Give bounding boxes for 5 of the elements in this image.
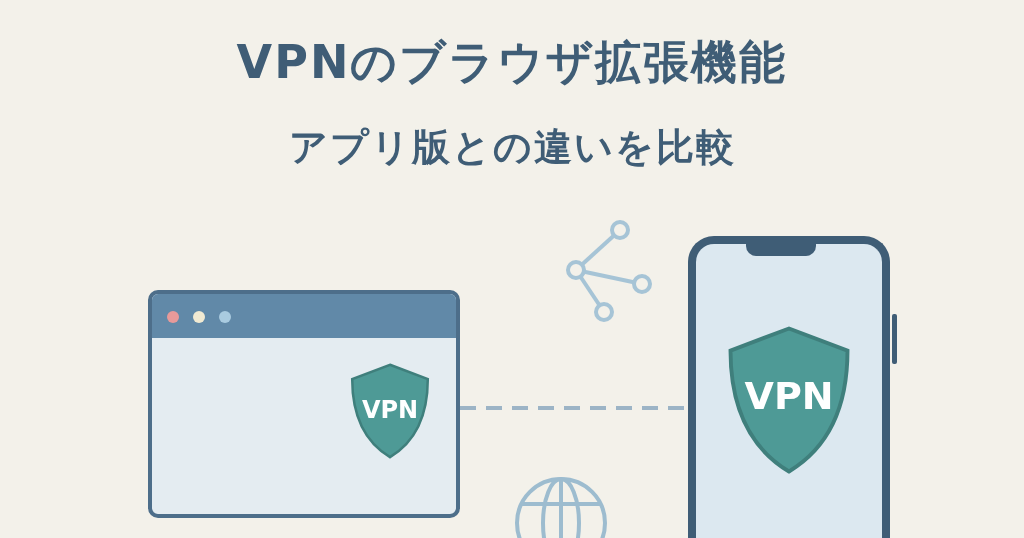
title: VPNのブラウザ拡張機能 [235, 34, 789, 91]
subtitle: アプリ版との違いを比較 [287, 124, 737, 171]
shield-text: VPN [743, 374, 835, 418]
browser-window [148, 290, 460, 518]
shield-text: VPN [360, 396, 420, 424]
